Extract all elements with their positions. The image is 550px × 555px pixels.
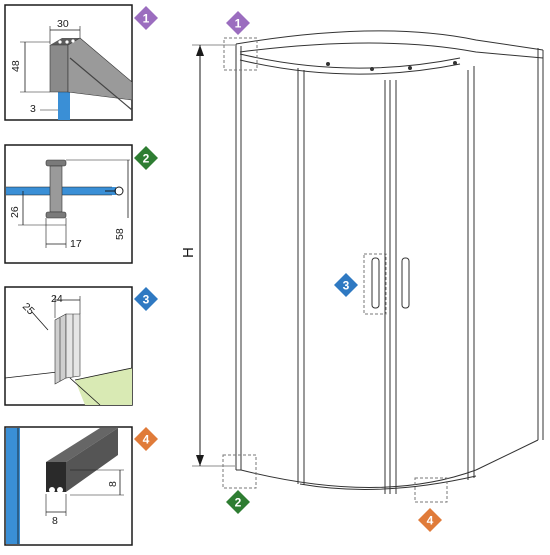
badge-diamond bbox=[418, 508, 442, 532]
detail-2-handle-cap-top bbox=[45, 159, 67, 167]
detail-3-seal-left bbox=[54, 313, 67, 385]
screw-icon bbox=[453, 61, 457, 65]
callout-box-3 bbox=[363, 253, 387, 315]
dim-total-height: H bbox=[180, 247, 197, 258]
dim-handle-height: 58 bbox=[114, 228, 126, 240]
detail-3-floor-edge bbox=[69, 377, 101, 406]
right-bottom-edge bbox=[475, 439, 539, 471]
top-rail-inner bbox=[239, 42, 544, 59]
detail-4-bottom-seal: 8 8 bbox=[4, 426, 133, 546]
detail-4-seal-side bbox=[66, 428, 118, 492]
badge-number: 4 bbox=[143, 433, 150, 447]
detail-1-profile-front bbox=[49, 44, 69, 93]
badge-1: 1 bbox=[226, 11, 250, 35]
badge-diamond bbox=[226, 11, 250, 35]
detail-3-seal: 24 25 bbox=[4, 286, 133, 406]
dim-profile-width: 30 bbox=[57, 18, 69, 30]
dim-seal-b: 24 bbox=[51, 293, 63, 305]
badge-number: 2 bbox=[235, 496, 242, 510]
badge-2: 2 bbox=[134, 146, 158, 170]
detail-4-seal-fin bbox=[57, 487, 63, 493]
bottom-rail-outer bbox=[240, 469, 477, 488]
detail-2-handle-cap-bottom bbox=[45, 211, 67, 219]
detail-1-profile-side bbox=[67, 37, 133, 101]
screw-icon bbox=[326, 62, 330, 66]
detail-2-handle: 26 17 58 bbox=[4, 144, 133, 264]
callout-box-4 bbox=[414, 477, 448, 503]
badge-number: 1 bbox=[235, 17, 242, 31]
badge-diamond bbox=[334, 273, 358, 297]
door-handle-left bbox=[371, 257, 380, 309]
detail-4-seal-top bbox=[46, 428, 118, 462]
dim-handle-offset: 26 bbox=[9, 206, 21, 218]
badge-number: 4 bbox=[427, 514, 434, 528]
callout-box-1 bbox=[223, 37, 258, 71]
door-handle-right bbox=[401, 257, 410, 309]
badge-2: 2 bbox=[226, 490, 250, 514]
top-rail-outer bbox=[235, 30, 544, 51]
detail-2-frame bbox=[4, 144, 133, 264]
dim-profile-height: 48 bbox=[10, 60, 22, 72]
detail-1-top-profile: 30 48 3 bbox=[4, 4, 133, 121]
badge-diamond bbox=[134, 287, 158, 311]
badge-number: 3 bbox=[343, 279, 350, 293]
badge-diamond bbox=[226, 490, 250, 514]
detail-1-hole bbox=[58, 40, 62, 44]
badge-3: 3 bbox=[334, 273, 358, 297]
detail-1-hole bbox=[71, 39, 75, 43]
detail-3-floor-edge bbox=[74, 367, 133, 381]
badge-4: 4 bbox=[134, 427, 158, 451]
badge-number: 3 bbox=[143, 293, 150, 307]
badge-4: 4 bbox=[418, 508, 442, 532]
bottom-rail-inner bbox=[299, 475, 477, 490]
callout-box-2 bbox=[222, 454, 257, 489]
detail-4-seal-fin bbox=[49, 487, 55, 493]
arrow-down-icon bbox=[196, 455, 204, 466]
badge-diamond bbox=[134, 427, 158, 451]
badge-3: 3 bbox=[134, 287, 158, 311]
top-rail-front bbox=[239, 59, 461, 75]
main-enclosure: H bbox=[180, 30, 544, 503]
screw-icon bbox=[408, 66, 412, 70]
badge-number: 2 bbox=[143, 152, 150, 166]
dim-bottom-w: 8 bbox=[52, 515, 58, 527]
dim-bottom-h: 8 bbox=[107, 481, 119, 487]
top-rail-front-edge bbox=[239, 53, 461, 69]
dim-handle-depth: 17 bbox=[70, 238, 82, 250]
detail-1-profile-edge bbox=[69, 57, 133, 111]
badge-number: 1 bbox=[143, 12, 150, 26]
dim-line-seal-a bbox=[31, 311, 49, 331]
detail-1-hole bbox=[65, 40, 69, 44]
detail-1-glass bbox=[58, 90, 70, 120]
detail-4-seal-front bbox=[46, 462, 66, 492]
badge-1: 1 bbox=[134, 6, 158, 30]
badge-layer: 1 1 2 2 3 3 4 4 bbox=[134, 6, 442, 532]
screw-icon bbox=[370, 67, 374, 71]
badge-diamond bbox=[134, 6, 158, 30]
detail-2-handle-bar bbox=[49, 165, 63, 213]
detail-4-glass bbox=[6, 428, 20, 544]
dim-glass-thickness: 3 bbox=[30, 103, 36, 115]
badge-diamond bbox=[134, 146, 158, 170]
arrow-up-icon bbox=[196, 45, 204, 56]
